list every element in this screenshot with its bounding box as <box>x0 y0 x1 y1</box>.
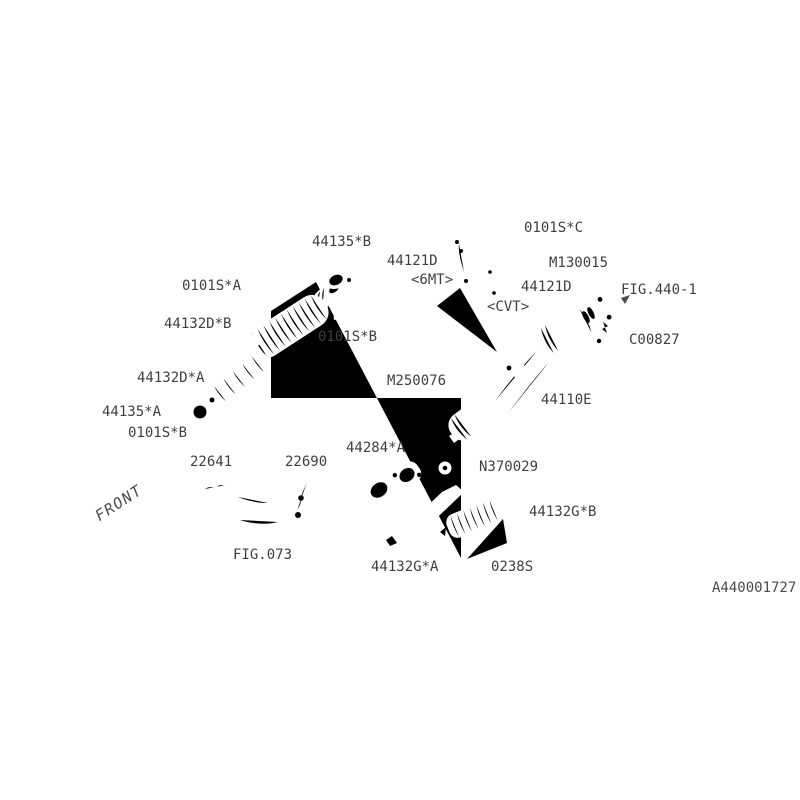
nut-C00827-icon <box>591 322 608 348</box>
heat-shield-44132GA <box>386 485 464 546</box>
part-label-0101s-c: 0101S*C <box>524 220 584 236</box>
variant-label-cvt: <CVT> <box>487 299 530 315</box>
mid-catalytic-converter <box>448 394 501 441</box>
fig-ref-073: FIG.073 <box>233 547 293 563</box>
part-label-44132d-a: 44132D*A <box>137 370 205 386</box>
part-label-0101s-b-lower: 0101S*B <box>128 425 188 441</box>
part-label-44121d-cvt: 44121D <box>521 279 572 295</box>
part-label-44284-a: 44284*A <box>346 440 406 456</box>
part-label-44135-b: 44135*B <box>312 234 372 250</box>
dashed-reference-lines <box>271 243 507 559</box>
front-direction-arrow <box>81 526 113 551</box>
washer-N370029-icon <box>438 461 452 475</box>
resonator-body <box>534 306 598 356</box>
bolt-M130015-icon <box>498 254 524 284</box>
part-label-44132g-b: 44132G*B <box>529 504 597 520</box>
part-label-44132d-b: 44132D*B <box>164 316 232 332</box>
bolt-0101SC-icon <box>476 221 502 251</box>
exhaust-manifold <box>216 487 310 537</box>
part-label-n370029: N370029 <box>479 459 539 475</box>
catalytic-shield-44132DB <box>249 294 329 359</box>
front-pipe-flange <box>392 461 422 489</box>
drawing-number: A440001727 <box>712 580 797 596</box>
part-label-44110e: 44110E <box>541 392 592 408</box>
part-label-44132g-a: 44132G*A <box>371 559 439 575</box>
front-pipe-44110E <box>392 292 616 489</box>
heat-shield-44132GB <box>440 499 509 538</box>
fig-440-arrow <box>606 295 630 315</box>
pipe-bracket <box>489 351 526 378</box>
bracket-44121D-CVT <box>485 265 497 299</box>
part-label-44121d-6mt: 44121D <box>387 253 438 269</box>
fig-ref-440-1: FIG.440-1 <box>621 282 697 298</box>
gasket-44284A <box>363 475 395 505</box>
part-label-22641: 22641 <box>190 454 233 470</box>
bolt-0101SA-icon <box>260 281 274 308</box>
part-label-0238s: 0238S <box>491 559 534 575</box>
part-label-m130015: M130015 <box>549 255 609 271</box>
bolt-M250076-icon <box>461 368 489 398</box>
pipe-end-flange <box>593 292 616 324</box>
part-label-c00827: C00827 <box>629 332 680 348</box>
oxygen-sensor-22641 <box>190 479 236 493</box>
part-label-44135-a: 44135*A <box>102 404 162 420</box>
catalytic-shield-44132DA <box>207 351 271 407</box>
bracket-44121D-6MT <box>450 235 471 287</box>
part-label-0101s-b-upper: 0101S*B <box>318 329 378 345</box>
clamp-44135B <box>325 271 351 289</box>
oxygen-sensor-22690 <box>297 470 315 511</box>
variant-label-6mt: <6MT> <box>411 272 454 288</box>
nut-0238S-icon <box>454 561 468 572</box>
part-label-m250076: M250076 <box>387 373 447 389</box>
clamp-44135A <box>190 399 215 422</box>
part-label-22690: 22690 <box>285 454 328 470</box>
part-label-0101s-a: 0101S*A <box>182 278 242 294</box>
